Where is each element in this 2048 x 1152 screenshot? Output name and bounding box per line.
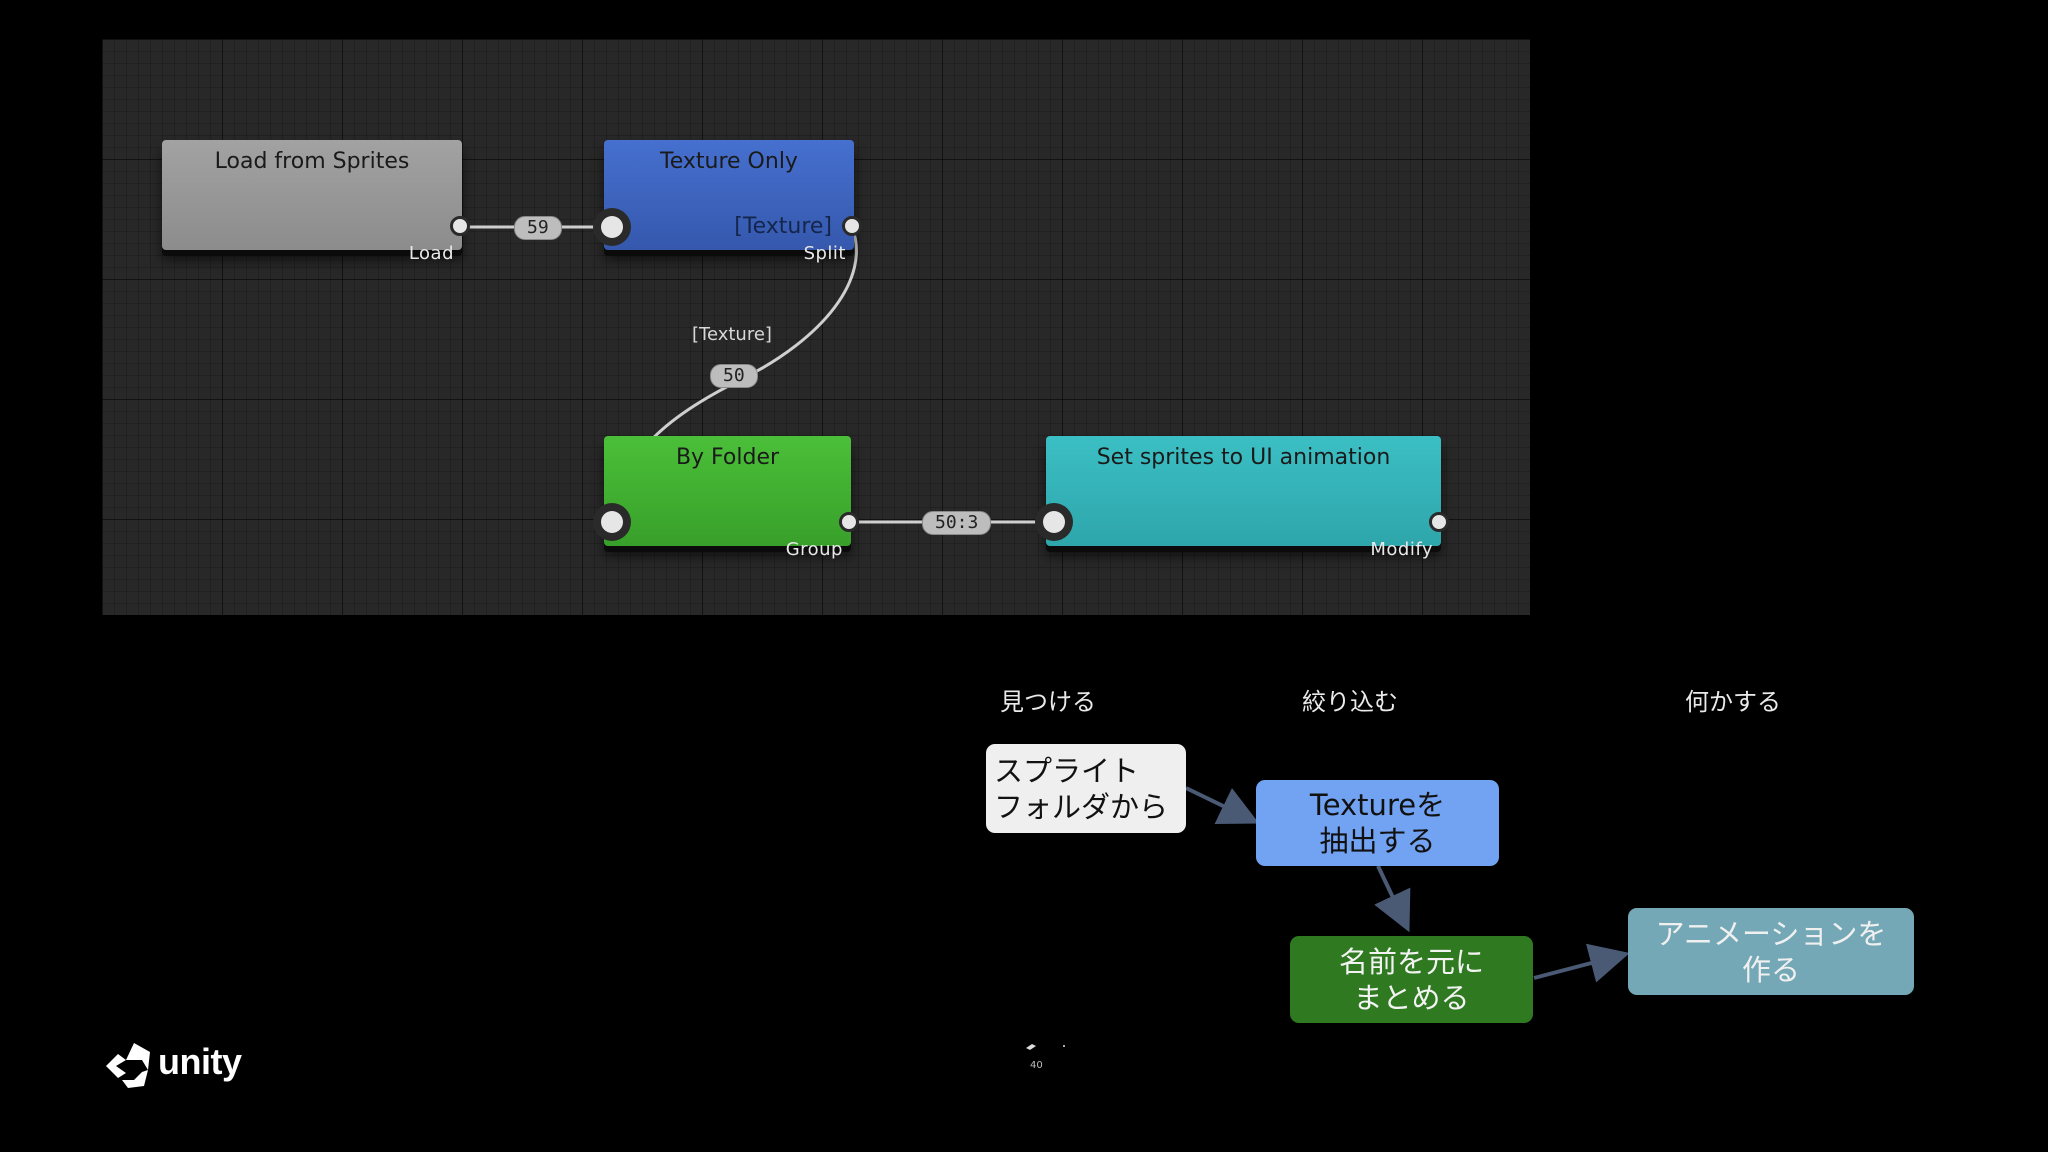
slide-mark-icon	[1026, 1044, 1065, 1050]
edge-count-badge[interactable]: 50	[710, 364, 758, 388]
box-line: Textureを	[1309, 788, 1446, 822]
node-title: Texture Only	[660, 149, 798, 174]
output-port[interactable]	[1429, 512, 1449, 532]
box-line: 名前を元に	[1338, 944, 1484, 979]
node-texture-only[interactable]: Texture Only [Texture] Split	[604, 140, 854, 264]
box-line: 抽出する	[1319, 824, 1436, 858]
column-header-filter: 絞り込む	[1302, 688, 1398, 716]
input-port[interactable]	[1035, 503, 1073, 541]
input-port[interactable]	[593, 208, 631, 246]
flow-box-sprites: スプライトフォルダから	[986, 744, 1186, 833]
node-title: Set sprites to UI animation	[1096, 445, 1391, 470]
node-load-from-sprites[interactable]: Load from Sprites Load	[162, 140, 462, 264]
node-kind-label: Group	[785, 539, 843, 560]
node-port-label: [Texture]	[734, 214, 832, 239]
arrow-group-to-animate	[1533, 943, 1630, 983]
node-graph-canvas[interactable]: Load from Sprites Load Texture Only [Tex…	[102, 39, 1530, 615]
node-kind-label: Load	[408, 243, 454, 264]
unity-logo-text: unity	[158, 1041, 242, 1082]
flow-box-group: 名前を元にまとめる	[1290, 936, 1533, 1023]
flow-box-extract: Textureを抽出する	[1256, 780, 1499, 866]
input-port[interactable]	[593, 503, 631, 541]
node-by-folder[interactable]: By Folder Group	[604, 436, 851, 560]
box-line: フォルダから	[994, 789, 1169, 824]
column-header-find: 見つける	[1000, 688, 1096, 716]
arrow-sprites-to-extract	[1185, 786, 1260, 825]
unity-cube-icon	[106, 1043, 150, 1088]
node-set-sprites-to-ui-animation[interactable]: Set sprites to UI animation Modify	[1046, 436, 1441, 560]
output-port[interactable]	[839, 512, 859, 532]
node-kind-label: Split	[803, 243, 846, 264]
output-port[interactable]	[842, 216, 862, 236]
node-title: By Folder	[675, 445, 780, 470]
slide-number: 40	[1030, 1060, 1043, 1071]
node-title: Load from Sprites	[214, 149, 410, 174]
box-line: 作る	[1741, 952, 1800, 987]
column-header-do: 何かする	[1685, 688, 1781, 716]
edge-count-badge[interactable]: 50:3	[922, 511, 992, 535]
box-line: アニメーションを	[1655, 916, 1887, 951]
flow-box-animate: アニメーションを作る	[1628, 908, 1914, 995]
box-line: まとめる	[1353, 980, 1470, 1015]
node-kind-label: Modify	[1370, 539, 1433, 560]
box-line: スプライト	[994, 753, 1140, 788]
edge-count-badge[interactable]: 59	[514, 216, 562, 240]
output-port[interactable]	[450, 216, 470, 236]
edge-label: [Texture]	[692, 324, 772, 345]
arrow-extract-to-group	[1374, 865, 1411, 933]
